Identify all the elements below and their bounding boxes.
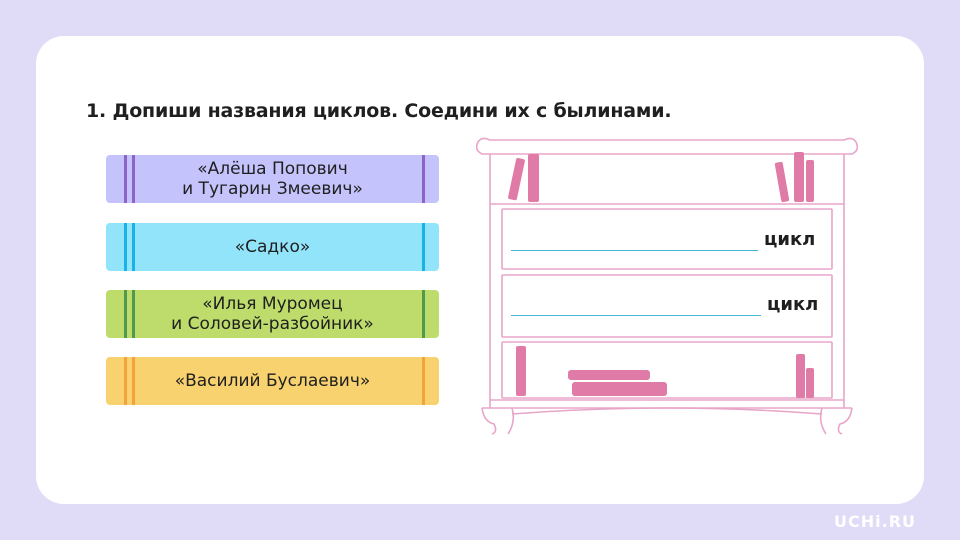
cycle-1-answer-line[interactable] xyxy=(511,250,758,251)
book-alesha-popovich[interactable]: «Алёша Попович и Тугарин Змеевич» xyxy=(106,155,439,203)
book-ilya-muromets[interactable]: «Илья Муромец и Соловей-разбойник» xyxy=(106,290,439,338)
bookshelf-illustration xyxy=(475,137,859,435)
cycle-1-label: цикл xyxy=(764,229,816,250)
book-label: «Алёша Попович и Тугарин Змеевич» xyxy=(182,159,363,199)
cycle-2-answer-line[interactable] xyxy=(511,315,761,316)
task-title: 1. Допиши названия циклов. Соедини их с … xyxy=(86,100,672,122)
cycle-2-label: цикл xyxy=(767,294,819,315)
book-vasily-buslaevich[interactable]: «Василий Буслаевич» xyxy=(106,357,439,405)
book-label: «Садко» xyxy=(234,237,311,257)
book-label: «Василий Буслаевич» xyxy=(174,371,371,391)
task-text: Допиши названия циклов. Соедини их с был… xyxy=(112,100,672,122)
task-number: 1. xyxy=(86,100,107,122)
uchi-ru-logo: UCHi.RU xyxy=(834,512,916,531)
book-sadko[interactable]: «Садко» xyxy=(106,223,439,271)
book-label: «Илья Муромец и Соловей-разбойник» xyxy=(171,294,374,334)
